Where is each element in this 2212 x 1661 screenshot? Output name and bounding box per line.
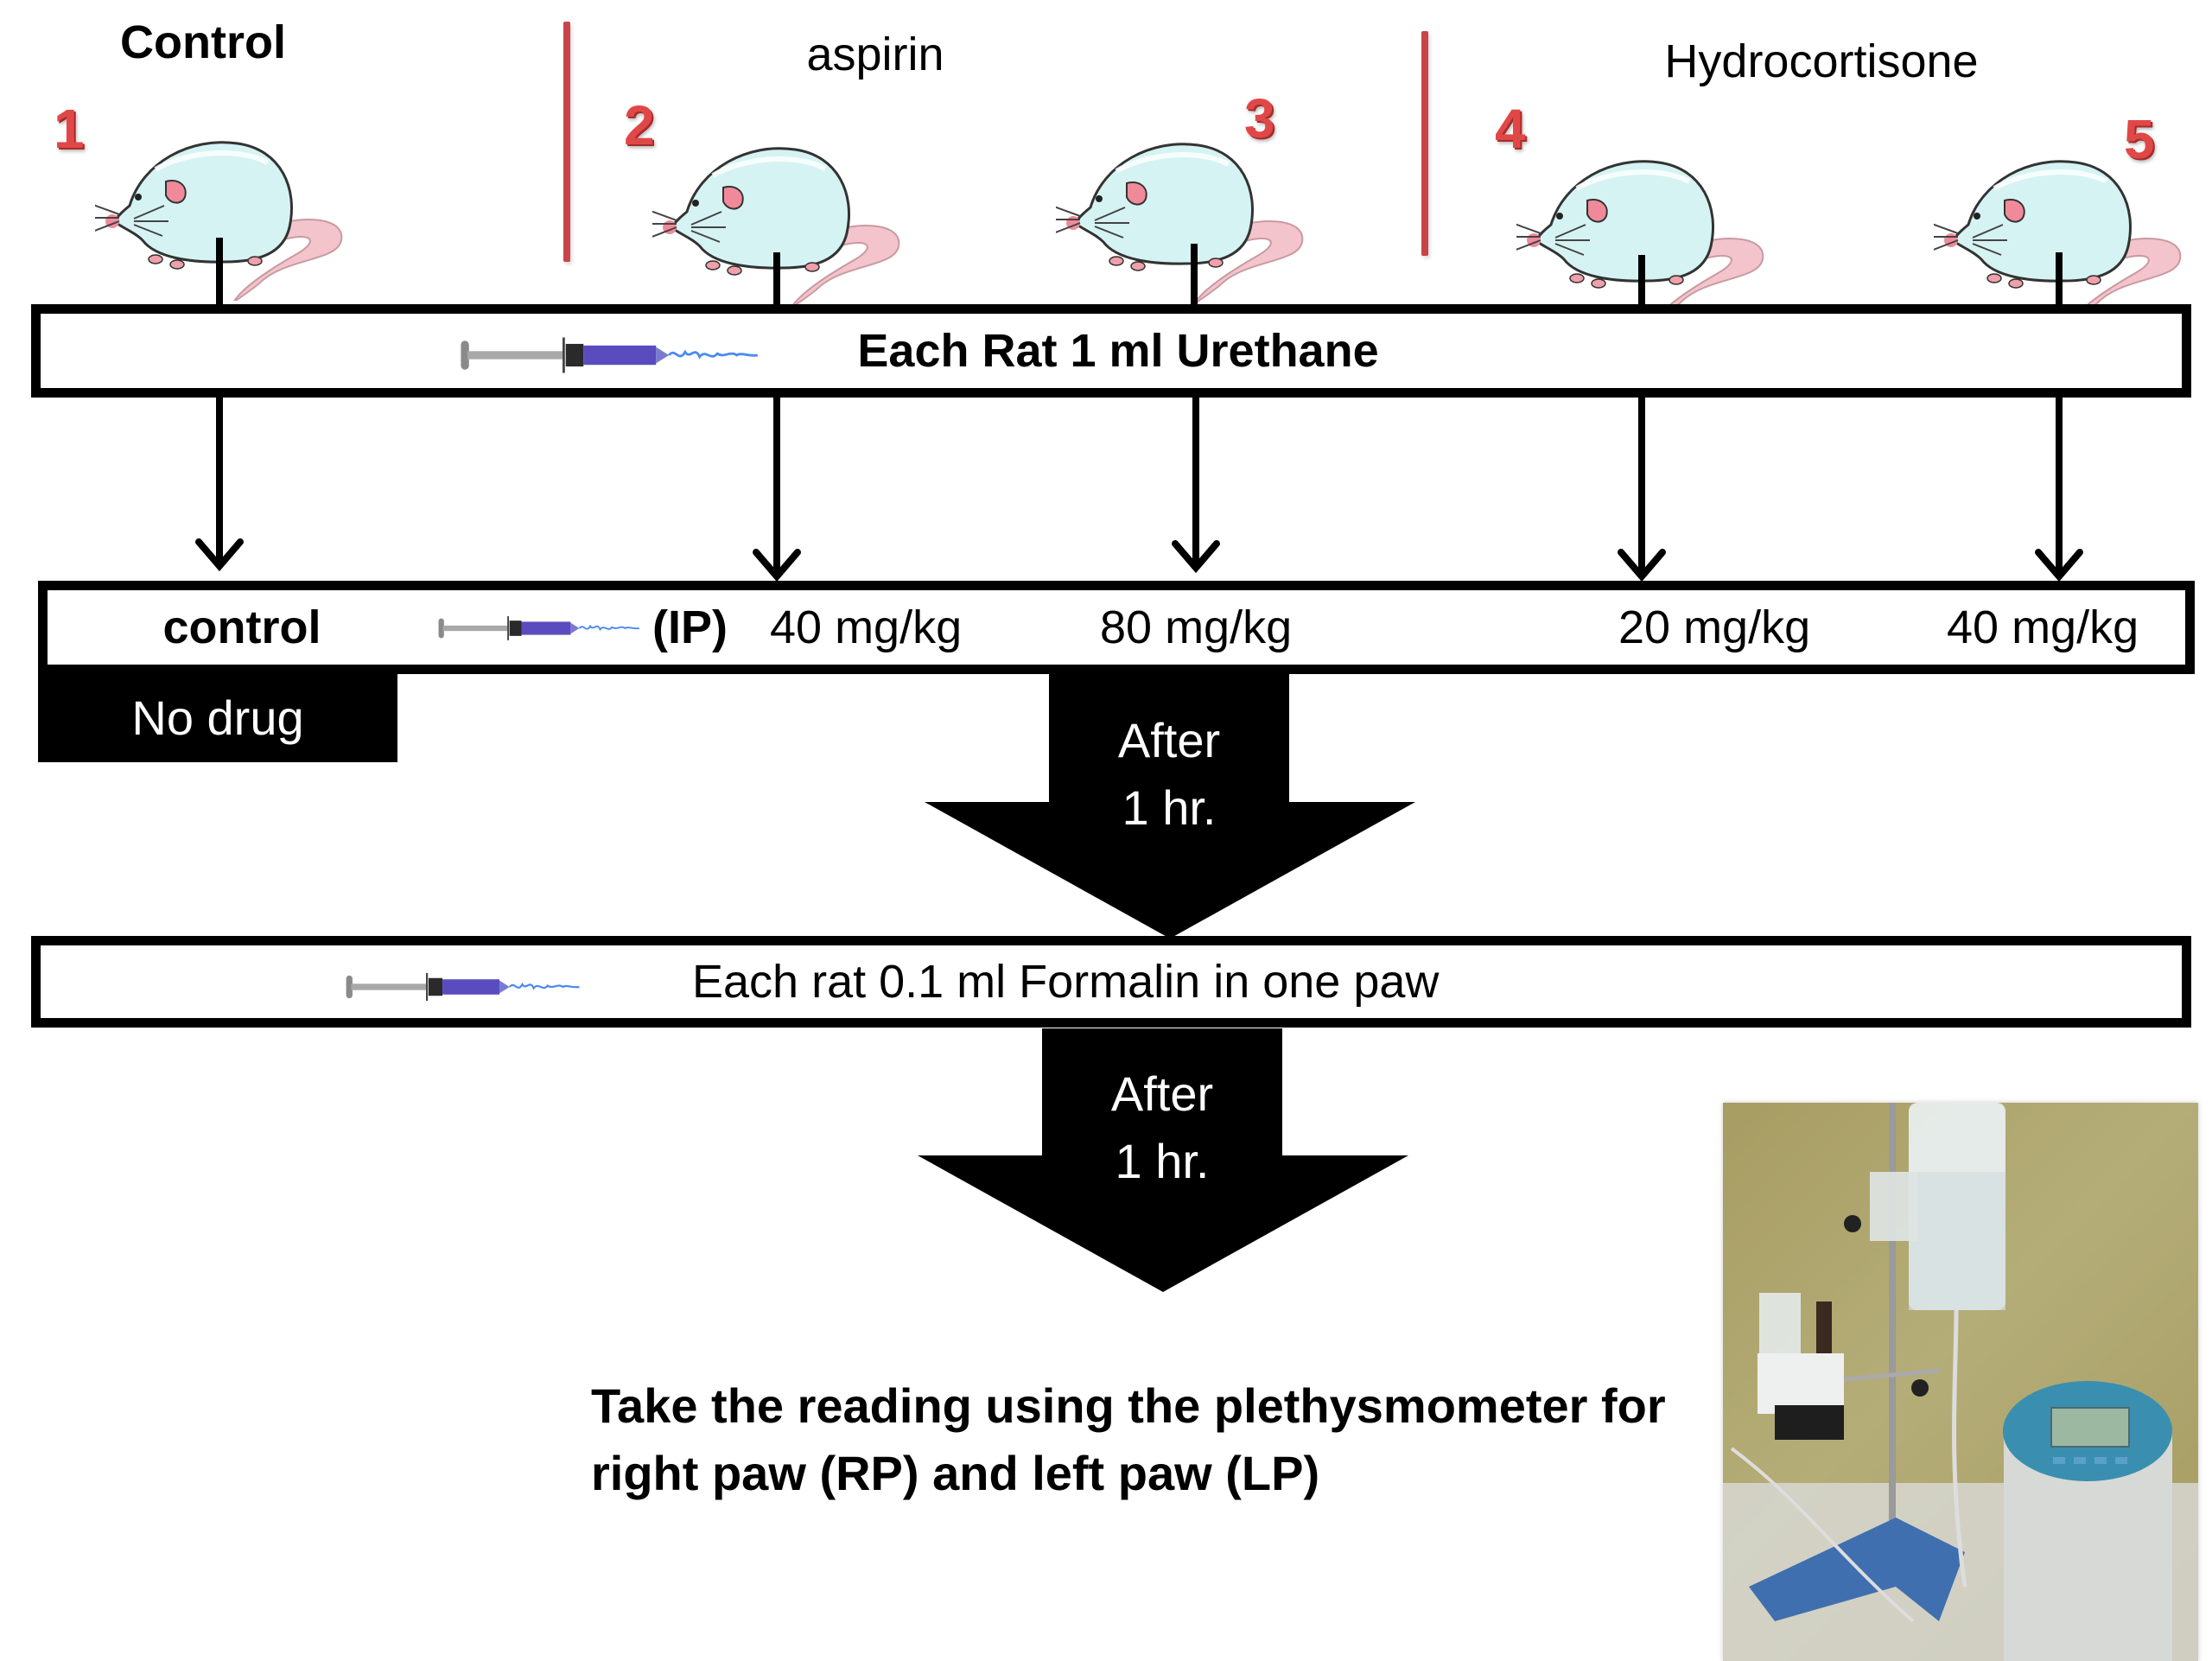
rat-icon bbox=[652, 117, 912, 307]
formalin-step-text: Each rat 0.1 ml Formalin in one paw bbox=[692, 956, 1440, 1008]
formalin-step-box: Each rat 0.1 ml Formalin in one paw bbox=[31, 936, 2191, 1028]
no-drug-label: No drug bbox=[38, 672, 397, 762]
arrow-down-icon bbox=[195, 393, 244, 572]
group-label-hydrocortisone: Hydrocortisone bbox=[1664, 35, 1979, 87]
rat-number: 5 bbox=[2124, 108, 2155, 170]
plethysmometer-photo bbox=[1723, 1103, 2198, 1661]
connector-line bbox=[216, 238, 223, 309]
rat-number: 3 bbox=[1244, 87, 1275, 150]
group-label-aspirin: aspirin bbox=[806, 29, 944, 80]
route-label: (IP) bbox=[652, 601, 728, 653]
rat-icon bbox=[1516, 130, 1776, 320]
arrow-down-icon bbox=[1618, 393, 1666, 582]
wait-label-line: 1 hr. bbox=[1115, 1134, 1210, 1188]
urethane-step-text: Each Rat 1 ml Urethane bbox=[857, 325, 1379, 377]
wait-label-line: After bbox=[1117, 713, 1221, 767]
syringe-icon bbox=[436, 611, 644, 646]
dose-rat-4: 20 mg/kg bbox=[1618, 601, 1811, 653]
final-instruction-line: Take the reading using the plethysmomete… bbox=[591, 1378, 1666, 1433]
group-divider bbox=[563, 22, 570, 262]
rat-icon bbox=[1934, 130, 2193, 320]
plethysmometer-illustration bbox=[1723, 1103, 2198, 1661]
rat-number: 2 bbox=[624, 94, 655, 156]
block-arrow-down-icon bbox=[925, 674, 1415, 939]
dose-step-box: control (IP) 40 mg/kg 80 mg/kg 20 mg/kg … bbox=[38, 581, 2195, 674]
rat-number: 1 bbox=[54, 98, 85, 160]
rat-number: 4 bbox=[1495, 98, 1526, 160]
wait-label-line: 1 hr. bbox=[1122, 780, 1217, 835]
wait-label-line: After bbox=[1110, 1066, 1214, 1121]
final-instruction: Take the reading using the plethysmomete… bbox=[591, 1372, 1666, 1507]
dose-rat-5: 40 mg/kg bbox=[1947, 601, 2139, 653]
syringe-icon bbox=[300, 968, 628, 1006]
final-instruction-line: right paw (RP) and left paw (LP) bbox=[591, 1446, 1320, 1500]
connector-line bbox=[2056, 252, 2063, 309]
dose-control-label: control bbox=[162, 601, 321, 653]
urethane-step-box: Each Rat 1 ml Urethane bbox=[31, 304, 2191, 398]
dose-rat-3: 80 mg/kg bbox=[1100, 601, 1293, 653]
connector-line bbox=[773, 252, 780, 309]
rat-icon bbox=[95, 111, 354, 301]
group-label-control: Control bbox=[120, 16, 286, 68]
block-arrow-down-icon bbox=[918, 1028, 1408, 1292]
dose-rat-2: 40 mg/kg bbox=[770, 601, 963, 653]
connector-line bbox=[1191, 244, 1198, 309]
syringe-icon bbox=[447, 331, 775, 379]
rat-icon bbox=[1056, 112, 1315, 302]
wait-label-1: After 1 hr. bbox=[1057, 707, 1281, 842]
arrow-down-icon bbox=[753, 393, 801, 582]
arrow-down-icon bbox=[2035, 393, 2083, 582]
connector-line bbox=[1638, 255, 1645, 309]
arrow-down-icon bbox=[1172, 393, 1220, 574]
wait-label-2: After 1 hr. bbox=[1050, 1060, 1274, 1195]
dose-arrows bbox=[195, 393, 2083, 582]
group-divider bbox=[1421, 31, 1428, 256]
